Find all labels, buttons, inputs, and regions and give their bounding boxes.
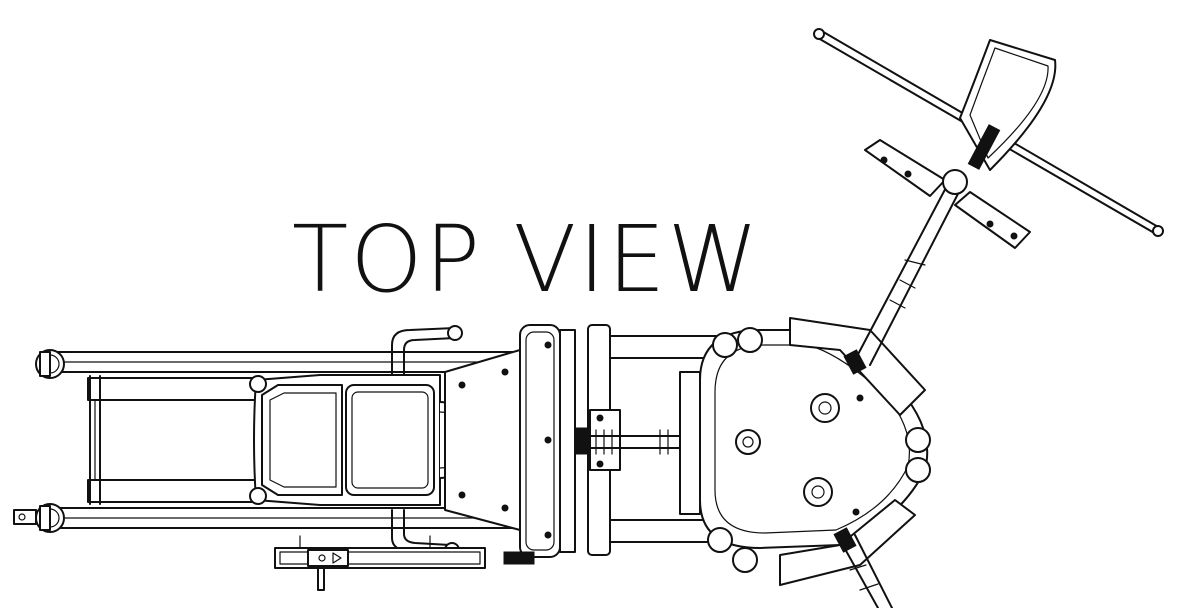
rollers: [707, 327, 931, 573]
foot-pads: [864, 139, 1031, 249]
base-foot: [274, 535, 535, 591]
connector-frame: [587, 324, 731, 556]
turntable-platform: [679, 329, 929, 549]
drawing-title: TOP VIEW: [292, 206, 761, 313]
lower-arm: [833, 527, 893, 608]
central-housing: [444, 324, 576, 558]
top-handle-bar: [813, 28, 1164, 237]
seat-pad: [249, 374, 441, 506]
upper-arm: [843, 179, 963, 375]
rear-end-caps: [13, 349, 65, 533]
